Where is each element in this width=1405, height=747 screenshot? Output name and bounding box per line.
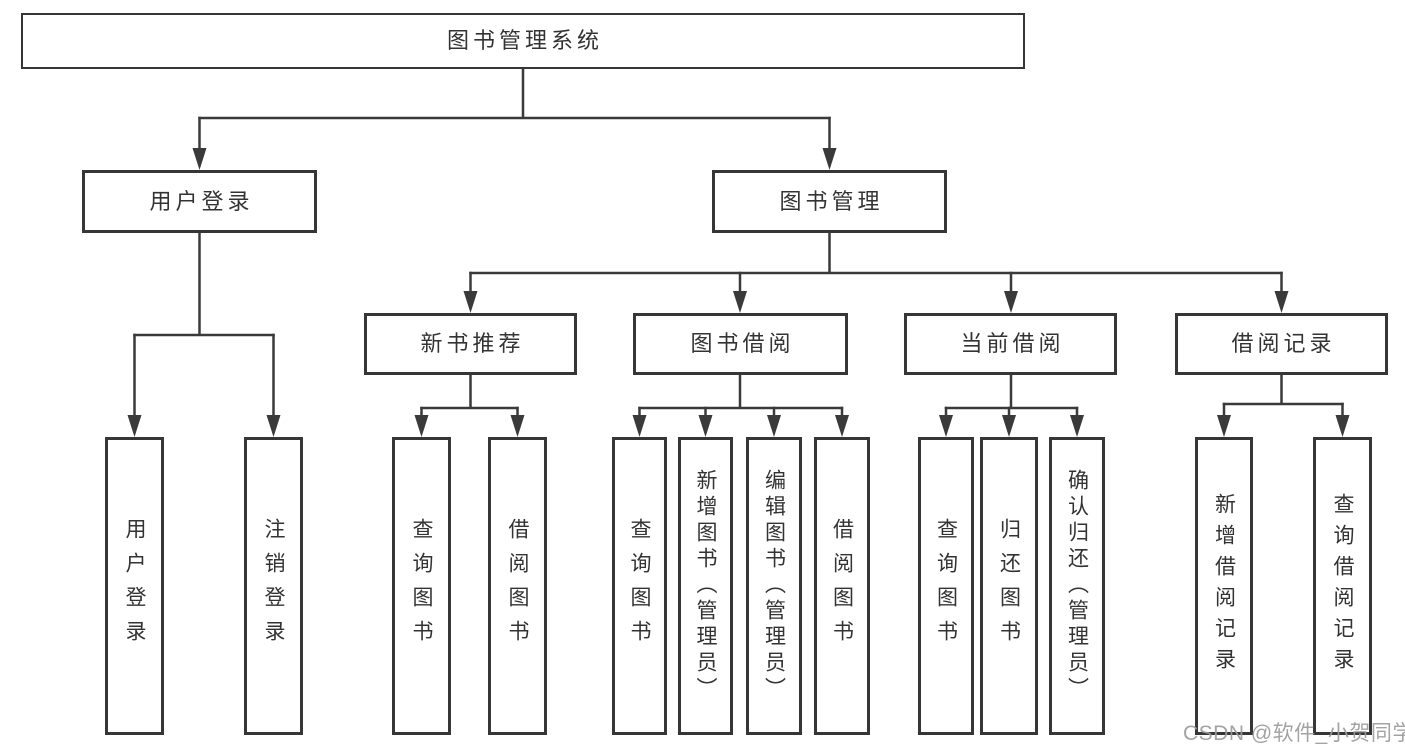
- node-library-system: 图书管理系统: [21, 13, 1025, 69]
- node-label: 查询图书: [628, 518, 651, 654]
- node-label: 借阅记录: [1231, 331, 1336, 356]
- node-label: 借阅图书: [506, 518, 529, 654]
- node-label: 查询图书: [934, 518, 958, 654]
- csdn-watermark: CSDN @软件_小贺同学: [1183, 722, 1405, 745]
- node-label: 新书推荐: [420, 331, 525, 356]
- node-label: 归还图书: [997, 518, 1021, 654]
- node-label: 查询图书: [410, 518, 433, 654]
- leaf-borrow-edit-books-admin: 编辑图书（管理员）: [746, 437, 802, 735]
- node-label: 查询借阅记录: [1331, 493, 1354, 679]
- node-label: 借阅图书: [830, 518, 854, 654]
- node-label: 注销登录: [262, 518, 285, 654]
- connector-user-login: [127, 231, 281, 437]
- leaf-borrow-borrow-books: 借阅图书: [814, 437, 870, 735]
- leaf-borrow-add-books-admin: 新增图书（管理员）: [678, 437, 733, 735]
- leaf-user-login: 用户登录: [105, 437, 164, 735]
- leaf-current-confirm-return-admin: 确认归还（管理员）: [1049, 437, 1105, 735]
- node-label: 新增借阅记录: [1212, 493, 1236, 679]
- leaf-records-add-record: 新增借阅记录: [1195, 437, 1253, 735]
- leaf-records-query-record: 查询借阅记录: [1313, 437, 1372, 735]
- node-label: 图书管理系统: [446, 28, 603, 53]
- connector-book-borrow: [632, 373, 849, 437]
- connector-current-borrow: [939, 373, 1084, 437]
- node-label: 图书管理: [779, 188, 884, 214]
- node-book-management: 图书管理: [712, 170, 947, 233]
- node-label: 图书借阅: [690, 331, 795, 356]
- node-new-book-recommend: 新书推荐: [364, 313, 577, 375]
- node-label: 新增图书（管理员）: [694, 469, 717, 703]
- node-label: 编辑图书（管理员）: [762, 469, 786, 703]
- connector-borrow-records: [1217, 373, 1350, 437]
- node-label: 用户登录: [149, 188, 254, 214]
- leaf-current-query-books: 查询图书: [918, 437, 974, 735]
- connector-new-book-recommend: [414, 373, 525, 437]
- node-label: 当前借阅: [960, 331, 1065, 356]
- node-user-login: 用户登录: [82, 170, 317, 233]
- node-label: 用户登录: [123, 518, 146, 654]
- connector-root: [192, 67, 837, 170]
- node-book-borrow: 图书借阅: [633, 313, 848, 375]
- connector-book-management: [463, 231, 1289, 313]
- leaf-borrow-query-books: 查询图书: [612, 437, 667, 735]
- leaf-recommend-query-books: 查询图书: [392, 437, 451, 735]
- node-current-borrow: 当前借阅: [904, 313, 1117, 375]
- leaf-recommend-borrow-books: 借阅图书: [488, 437, 547, 735]
- leaf-logout: 注销登录: [244, 437, 303, 735]
- leaf-current-return-books: 归还图书: [980, 437, 1038, 735]
- node-borrow-records: 借阅记录: [1175, 313, 1388, 375]
- node-label: 确认归还（管理员）: [1065, 469, 1089, 703]
